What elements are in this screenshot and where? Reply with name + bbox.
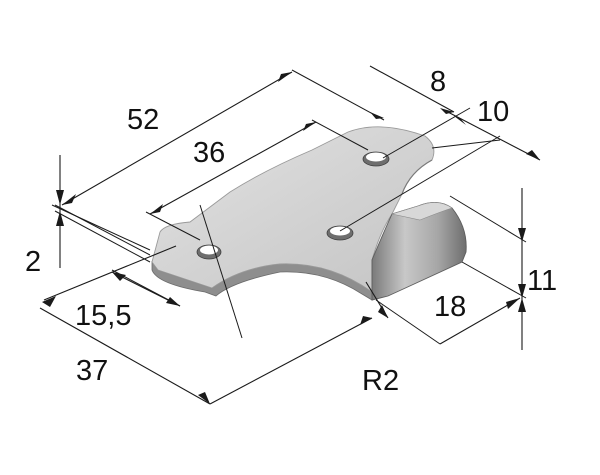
dim-label-top-hole-offset: 8 — [430, 66, 446, 98]
dim-label-bend-radius: R2 — [362, 365, 399, 397]
dimension-lines — [39, 65, 541, 405]
dim-label-hole-spacing: 36 — [193, 137, 225, 169]
hole-top-inner — [366, 152, 386, 162]
arrowheads — [42, 72, 540, 404]
dim-label-lip-length: 18 — [434, 291, 466, 323]
dim-label-thickness: 2 — [25, 246, 41, 278]
dim-label-overall-length: 52 — [127, 104, 159, 136]
notch-edge — [401, 159, 433, 195]
bracket-part — [151, 126, 467, 301]
dimension-labels: 52 36 8 10 2 15,5 37 R2 18 11 — [25, 66, 557, 397]
lip-top — [390, 202, 453, 221]
dim-label-side-offset: 15,5 — [75, 300, 131, 332]
dim-label-overall-depth: 37 — [76, 355, 108, 387]
dim-label-lip-height: 11 — [527, 265, 557, 297]
dim-label-top-width: 10 — [477, 96, 509, 128]
